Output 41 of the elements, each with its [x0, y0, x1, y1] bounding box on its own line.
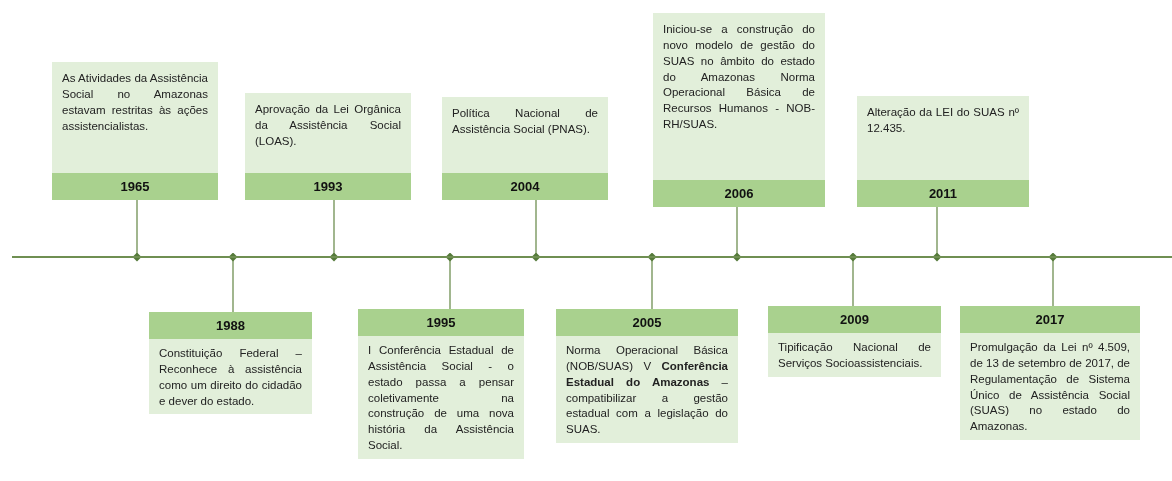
- event-description: Norma Operacional Básica (NOB/SUAS) V Conferência Estadual do Amazonas – compatibilizar a gestão estadual com a legislação do SUAS.: [565, 343, 729, 438]
- connector-line: [932, 206, 942, 262]
- event-card: [857, 96, 1029, 207]
- connector-line: [531, 199, 541, 262]
- connector-line: [1048, 252, 1058, 307]
- event-card: [358, 309, 524, 459]
- event-description: Alteração da LEI do SUAS nº 12.435.: [866, 105, 1020, 136]
- event-card: [245, 93, 411, 200]
- connector-line: [132, 199, 142, 262]
- connector-line: [647, 252, 657, 310]
- connector-line: [732, 206, 742, 262]
- timeline-axis: [12, 256, 1172, 258]
- connector-line: [329, 199, 339, 262]
- year-label: 2017: [960, 306, 1140, 333]
- event-card: [653, 13, 825, 207]
- connector-line: [445, 252, 455, 310]
- event-description: Iniciou-se a construção do novo modelo de gestão do SUAS no âmbito do estado do Amazonas Norma Operacional Básica de Recursos Humanos - NOB-RH/SUAS.: [662, 22, 816, 133]
- event-description: Constituição Federal – Reconhece à assistência como um direito do cidadão e dever do estado.: [158, 346, 303, 409]
- event-card: [960, 306, 1140, 441]
- year-label: 2004: [442, 173, 608, 200]
- event-card: [768, 306, 941, 377]
- year-label: 2011: [857, 180, 1029, 207]
- year-label: 2009: [768, 306, 941, 333]
- year-label: 2006: [653, 180, 825, 207]
- year-label: 1965: [52, 173, 218, 200]
- event-description: Tipificação Nacional de Serviços Socioassistenciais.: [777, 340, 932, 371]
- event-description: As Atividades da Assistência Social no Amazonas estavam restritas às ações assistencialistas.: [61, 71, 209, 134]
- connector-line: [228, 252, 238, 313]
- event-card: [149, 312, 312, 415]
- event-description: Promulgação da Lei nº 4.509, de 13 de setembro de 2017, de Regulamentação de Sistema Único de Assistência Social (SUAS) no estado do Amazonas.: [969, 340, 1131, 435]
- year-label: 2005: [556, 309, 738, 336]
- event-card: [442, 97, 608, 200]
- connector-line: [848, 252, 858, 307]
- event-description: Política Nacional de Assistência Social (PNAS).: [451, 106, 599, 137]
- event-card: [556, 309, 738, 444]
- event-description: I Conferência Estadual de Assistência Social - o estado passa a pensar coletivamente na construção de uma nova história da Assistência Social.: [367, 343, 515, 454]
- event-description: Aprovação da Lei Orgânica da Assistência Social (LOAS).: [254, 102, 402, 149]
- event-card: [52, 62, 218, 200]
- year-label: 1988: [149, 312, 312, 339]
- year-label: 1995: [358, 309, 524, 336]
- year-label: 1993: [245, 173, 411, 200]
